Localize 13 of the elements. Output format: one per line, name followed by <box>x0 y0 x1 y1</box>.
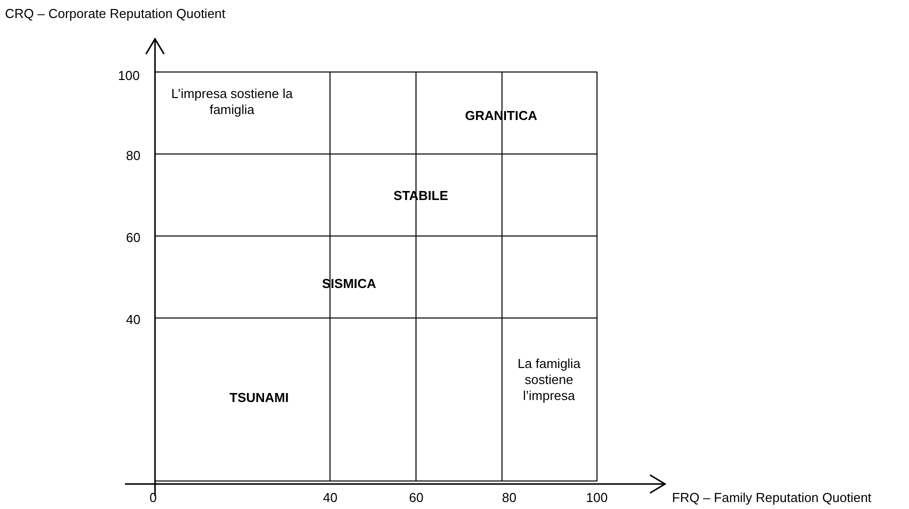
tick-label: 80 <box>126 148 140 164</box>
region-label: L’impresa sostiene la famiglia <box>170 86 294 118</box>
tick-label: 60 <box>126 230 140 246</box>
tick-label: 60 <box>409 490 424 506</box>
tick-label: 80 <box>502 490 516 506</box>
tick-label: 40 <box>323 490 338 506</box>
axis-title: FRQ – Family Reputation Quotient <box>672 490 872 506</box>
axis-title: CRQ – Corporate Reputation Quotient <box>5 6 226 22</box>
tick-label: 100 <box>586 490 608 506</box>
tick-label: 40 <box>126 312 140 328</box>
region-label: La famiglia sostiene l’impresa <box>516 356 582 404</box>
tick-label: 100 <box>118 68 140 84</box>
region-label: TSUNAMI <box>230 390 289 406</box>
